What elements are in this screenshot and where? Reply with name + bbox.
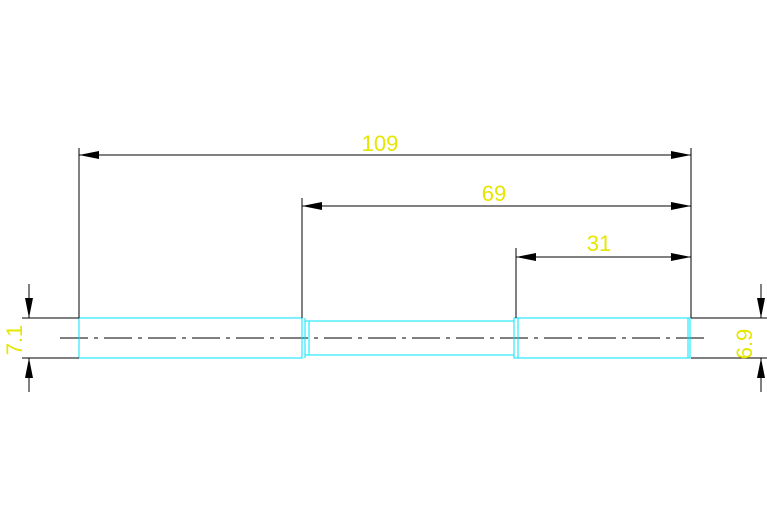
arrow-7-1-top — [25, 298, 33, 318]
arrow-109-left — [79, 151, 99, 159]
arrow-6-9-bottom — [757, 358, 765, 378]
arrow-109-right — [671, 151, 691, 159]
arrow-31-right — [671, 253, 691, 261]
shaft-segment-3 — [513, 317, 691, 359]
dimension-lines — [22, 148, 767, 392]
arrow-7-1-bottom — [25, 358, 33, 378]
arrow-69-right — [671, 202, 691, 210]
arrow-31-left — [516, 253, 536, 261]
dim-label-31: 31 — [587, 231, 611, 256]
arrow-69-left — [302, 202, 322, 210]
dim-label-109: 109 — [362, 131, 399, 156]
dimension-labels: 109 69 31 7.1 6.9 — [2, 131, 757, 359]
dim-label-7-1: 7.1 — [2, 325, 27, 356]
arrow-6-9-top — [757, 298, 765, 318]
dim-label-69: 69 — [482, 181, 506, 206]
dim-label-6-9: 6.9 — [732, 329, 757, 360]
shaft-outline — [78, 317, 691, 359]
